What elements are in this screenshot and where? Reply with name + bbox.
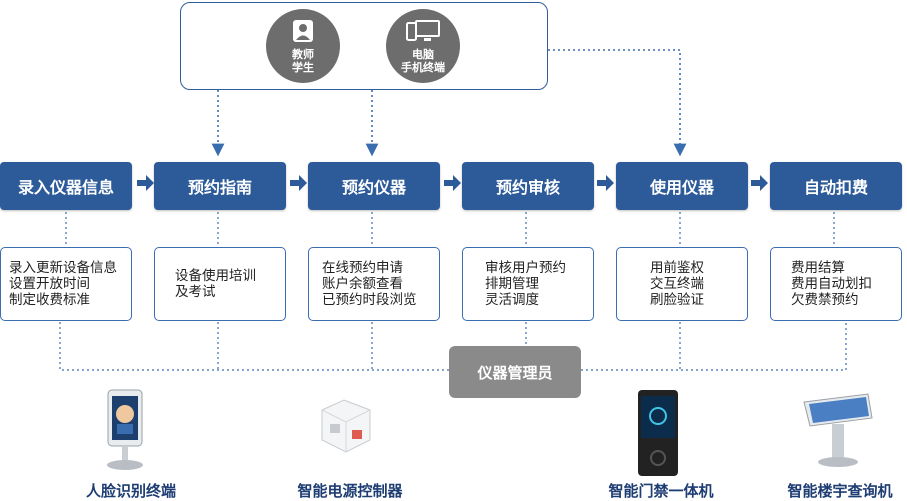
step-booking-review: 预约审核 [462, 162, 594, 210]
desc-booking-guide: 设备使用培训 及考试 [154, 247, 286, 321]
role-line: 教师 [292, 47, 314, 61]
admin-bus-line [59, 322, 847, 371]
desc-line: 欠费禁预约 [791, 292, 859, 308]
step-use-instrument: 使用仪器 [616, 162, 748, 210]
desc-enter-instrument-info: 录入更新设备信息 设置开放时间 制定收费标准 [0, 247, 132, 321]
power-controller-icon [312, 394, 376, 462]
access-control-terminal-icon [636, 388, 680, 482]
device-label-power: 智能电源控制器 [297, 482, 403, 500]
desc-line: 费用结算 [791, 260, 845, 276]
dotted-step-links [65, 212, 835, 246]
device-label-face: 人脸识别终端 [85, 482, 176, 500]
role-line: 电脑 [412, 47, 434, 61]
computer-phone-icon [405, 19, 441, 46]
device-label-access: 智能门禁一体机 [608, 482, 714, 500]
desc-auto-charge: 费用结算 费用自动划扣 欠费禁预约 [770, 247, 902, 321]
desc-booking-review: 审核用户预约 排期管理 灵活调度 [462, 247, 594, 321]
face-recognition-terminal-icon [100, 388, 152, 476]
desc-line: 账户余额查看 [322, 276, 403, 292]
device-label-kiosk: 智能楼宇查询机 [787, 482, 893, 500]
desc-line: 设备使用培训 [175, 268, 256, 284]
desc-line: 费用自动划扣 [791, 276, 872, 292]
step-enter-instrument-info: 录入仪器信息 [0, 162, 132, 210]
desc-line: 已预约时段浏览 [322, 292, 417, 308]
desc-line: 灵活调度 [485, 292, 539, 308]
desc-line: 及考试 [175, 284, 216, 300]
step-auto-charge: 自动扣费 [770, 162, 902, 210]
desc-book-instrument: 在线预约申请 账户余额查看 已预约时段浏览 [308, 247, 440, 321]
desc-line: 审核用户预约 [485, 260, 566, 276]
step-booking-guide: 预约指南 [154, 162, 286, 210]
step-book-instrument: 预约仪器 [308, 162, 440, 210]
desc-line: 交互终端 [650, 276, 704, 292]
desc-line: 刷脸验证 [650, 292, 704, 308]
user-panel [180, 2, 548, 90]
role-line: 手机终端 [401, 60, 445, 74]
person-icon [292, 19, 314, 46]
instrument-admin: 仪器管理员 [449, 346, 581, 398]
desc-line: 在线预约申请 [322, 260, 403, 276]
arrow-panel-to-use [548, 49, 687, 157]
building-kiosk-icon [800, 392, 876, 474]
flow-arrows [137, 175, 768, 191]
desc-use-instrument: 用前鉴权 交互终端 刷脸验证 [616, 247, 748, 321]
role-pc-mobile: 电脑 手机终端 [386, 9, 460, 83]
desc-line: 排期管理 [485, 276, 539, 292]
desc-line: 用前鉴权 [650, 260, 704, 276]
desc-line: 制定收费标准 [9, 292, 90, 308]
role-teacher-student: 教师 学生 [266, 9, 340, 83]
role-line: 学生 [292, 60, 314, 74]
desc-line: 录入更新设备信息 [9, 260, 117, 276]
desc-line: 设置开放时间 [9, 276, 90, 292]
